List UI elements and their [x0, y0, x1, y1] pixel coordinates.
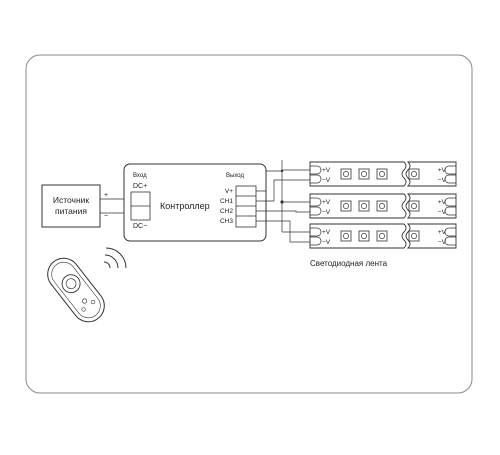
controller-block: [123, 163, 267, 242]
controller-dc-minus: DC−: [133, 223, 147, 230]
led-chip-lens: [361, 203, 367, 209]
led-strip-caption: Светодиодная лента: [310, 259, 388, 268]
led-chip-icon: [358, 230, 370, 242]
led-chip-lens: [379, 203, 385, 209]
remote-control-icon: [47, 257, 105, 323]
led-chip-icon: [376, 200, 388, 212]
led-strip-left-plus: +V: [322, 199, 331, 206]
led-strip-right-minus: −V: [438, 177, 447, 184]
led-strip-right-plus: +V: [438, 229, 447, 236]
led-strip-1: +V −V +V −V: [309, 161, 457, 187]
power-supply-block: Источник питания: [41, 184, 101, 228]
controller-pin-ch2: CH2: [220, 208, 233, 215]
power-minus-sign: −: [104, 213, 108, 220]
led-strip-pads-right: [444, 165, 456, 184]
led-strip-pads-right: [444, 197, 456, 216]
led-strip-body-left: [309, 161, 407, 187]
led-strip-2: +V −V +V −V: [309, 193, 457, 219]
led-strip-body-right: [405, 223, 457, 249]
led-chip-icon: [376, 230, 388, 242]
outer-frame: [25, 54, 473, 394]
led-chip-lens: [411, 171, 417, 177]
led-chip-lens: [411, 233, 417, 239]
power-supply-label-1: Источник: [53, 195, 90, 205]
led-chip-icon: [376, 168, 388, 180]
led-strip-left-plus: +V: [322, 229, 331, 236]
led-strip-3: +V −V +V −V: [309, 223, 457, 249]
led-chip-lens: [343, 203, 349, 209]
power-supply-label-2: питания: [55, 206, 87, 216]
led-strip-left-minus: −V: [322, 239, 331, 246]
led-strip-right-minus: −V: [438, 239, 447, 246]
led-strip-pads-left: [310, 227, 322, 246]
controller-pin-vplus: V+: [225, 188, 233, 195]
led-strip-body-right: [405, 193, 457, 219]
controller-title: Контроллер: [160, 201, 210, 211]
led-strip-right-plus: +V: [438, 199, 447, 206]
led-chip-lens: [361, 233, 367, 239]
led-chip-lens: [361, 171, 367, 177]
led-chip-icon: [340, 230, 352, 242]
led-strip-body-right: [405, 161, 457, 187]
led-chip-lens: [411, 203, 417, 209]
led-chip-icon: [408, 230, 420, 242]
led-strip-left-minus: −V: [322, 177, 331, 184]
controller-input-label: Вход: [133, 173, 147, 179]
controller-pin-ch1: CH1: [220, 198, 233, 205]
led-strip-body-left: [309, 193, 407, 219]
led-chip-icon: [340, 200, 352, 212]
controller-output-label: Выход: [226, 173, 244, 179]
led-strip-left-minus: −V: [322, 209, 331, 216]
led-strip-right-minus: −V: [438, 209, 447, 216]
led-chip-icon: [340, 168, 352, 180]
led-strip-pads-left: [310, 197, 322, 216]
led-chip-icon: [358, 200, 370, 212]
led-strips: +V −V +V −V +V −V +V −V +V −V +V −V: [309, 161, 457, 249]
led-chip-lens: [343, 171, 349, 177]
led-strip-pads-right: [444, 227, 456, 246]
wireless-signal-icon: [103, 247, 127, 269]
led-chip-icon: [408, 200, 420, 212]
led-strip-body-left: [309, 223, 407, 249]
led-chip-lens: [343, 233, 349, 239]
led-chip-lens: [379, 171, 385, 177]
led-chip-icon: [358, 168, 370, 180]
controller-dc-plus: DC+: [133, 183, 147, 190]
power-plus-sign: +: [104, 192, 108, 199]
led-strip-pads-left: [310, 165, 322, 184]
controller-pin-ch3: CH3: [220, 218, 233, 225]
led-chip-icon: [408, 168, 420, 180]
led-strip-right-plus: +V: [438, 167, 447, 174]
led-strip-left-plus: +V: [322, 167, 331, 174]
junction-dots: [280, 169, 284, 204]
output-wires: [256, 160, 310, 243]
led-chip-lens: [379, 233, 385, 239]
